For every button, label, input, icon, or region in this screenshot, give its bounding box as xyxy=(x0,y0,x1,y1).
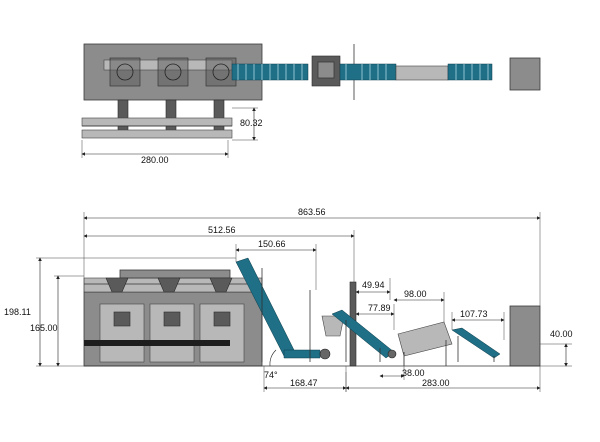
top-view-base-rail-upper xyxy=(81,117,233,127)
dim-overall-height: 198.11 xyxy=(4,307,31,317)
side-view-hopper-1 xyxy=(105,277,129,293)
side-view-hopper-3 xyxy=(209,277,233,293)
top-view-base-rail-lower xyxy=(81,129,233,139)
side-view-end-box xyxy=(509,305,541,367)
dim-incline-top: 150.66 xyxy=(258,239,286,249)
side-view: 863.56 512.56 150.66 198.11 165.00 74° 1… xyxy=(4,207,573,392)
side-view-drum xyxy=(397,321,453,357)
dim-top-height: 80.32 xyxy=(240,118,263,128)
top-view-drum xyxy=(395,65,449,81)
dim-outfeed-conveyor: 107.73 xyxy=(460,309,488,319)
top-view-conveyor-3 xyxy=(447,63,493,81)
dim-drum-length: 98.00 xyxy=(404,289,427,299)
dim-outfeed-height: 40.00 xyxy=(550,329,573,339)
side-view-second-conveyor xyxy=(331,309,395,359)
side-view-hopper-bar xyxy=(119,269,231,279)
top-view-head-2 xyxy=(157,57,189,87)
top-view-leg-1 xyxy=(117,99,129,133)
top-view-conveyor-2 xyxy=(339,63,397,81)
dim-frame-height: 165.00 xyxy=(30,323,58,333)
dim-overall-length: 863.56 xyxy=(298,207,326,217)
dim-second-incline: 77.89 xyxy=(368,303,391,313)
dim-drum-clearance: 38.00 xyxy=(402,368,425,378)
side-view-outfeed-conveyor xyxy=(451,327,501,359)
side-view-incline-foot xyxy=(283,349,321,359)
dim-top-width: 280.00 xyxy=(141,155,169,165)
dim-to-column: 512.56 xyxy=(208,225,236,235)
top-view-leg-3 xyxy=(213,99,225,133)
top-view-head-1 xyxy=(109,57,141,87)
top-view-head-3 xyxy=(205,57,237,87)
top-view-leg-2 xyxy=(165,99,177,133)
side-view-hopper-2 xyxy=(157,277,181,293)
top-view: 80.32 280.00 xyxy=(81,43,541,165)
side-view-bottom-beam xyxy=(84,340,230,346)
dim-incline-angle: 74° xyxy=(264,370,278,380)
dim-incline-base: 168.47 xyxy=(290,378,318,388)
top-view-end-box xyxy=(509,57,541,91)
dim-lower-span: 283.00 xyxy=(422,378,450,388)
dim-column-offset: 49.94 xyxy=(362,280,385,290)
